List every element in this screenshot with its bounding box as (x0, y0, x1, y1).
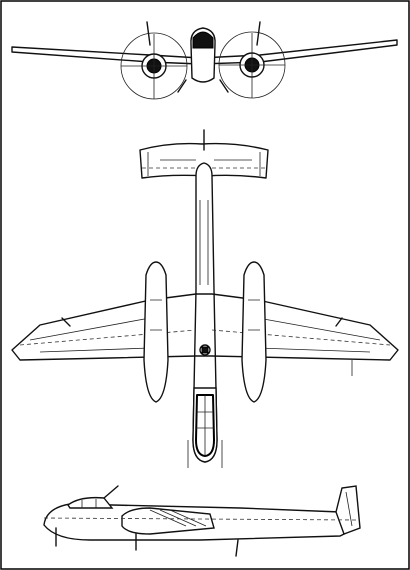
side-view (43, 485, 361, 557)
front-canopy (192, 31, 214, 49)
front-gear-legs (177, 79, 229, 93)
front-propeller-blades (121, 33, 285, 99)
side-datum-line (43, 517, 357, 521)
top-cockpit-frames (196, 395, 214, 456)
side-canopy (67, 496, 114, 509)
side-tail-fin (335, 485, 361, 535)
front-wing (11, 39, 398, 65)
top-pitot-marks (61, 317, 343, 327)
side-engine-nacelle (121, 507, 215, 535)
side-antenna (103, 485, 119, 499)
top-marking-center (201, 346, 209, 354)
side-rudder-line (345, 491, 353, 527)
side-canopy-frames (81, 499, 97, 508)
side-gear-legs (55, 527, 239, 557)
top-fuselage-panel-lines (199, 200, 209, 285)
top-tail-elevator-lines (147, 152, 261, 176)
top-right-nacelle (241, 261, 267, 403)
side-nacelle-panel-lines (149, 509, 207, 527)
top-nacelle-panel-lines (150, 299, 260, 331)
top-left-nacelle (143, 261, 169, 403)
top-wing-panel-lines (29, 317, 381, 353)
top-horizontal-tail (139, 142, 269, 179)
top-view (11, 129, 399, 468)
front-view (11, 21, 398, 100)
top-reference-ticks (187, 360, 353, 468)
front-tail-fins (146, 21, 261, 46)
